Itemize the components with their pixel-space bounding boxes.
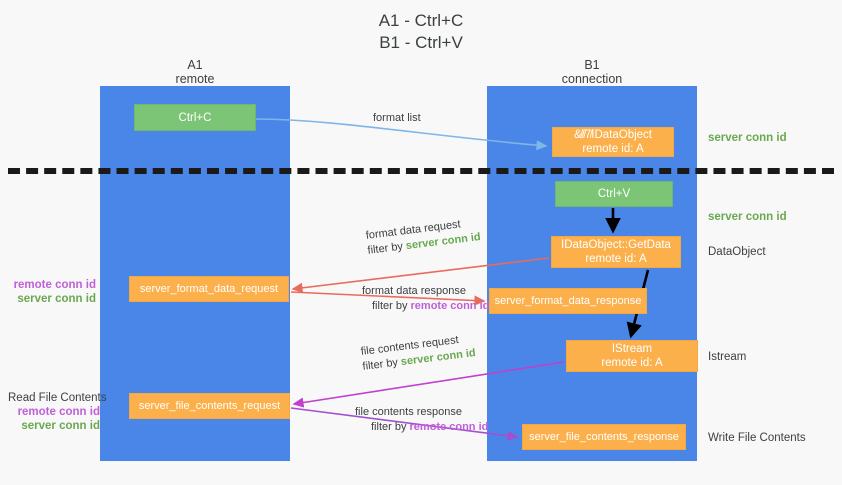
title-line-2: B1 - Ctrl+V xyxy=(379,33,463,52)
box-idataobject-line2: remote id: A xyxy=(582,143,644,155)
label-format-data-response: format data response filter by remote co… xyxy=(362,284,489,314)
annotation-left-conn-ids-top: remote conn id server conn id xyxy=(8,278,96,306)
annotation-server-conn-id-left-2: server conn id xyxy=(21,420,100,432)
box-istream-line2: remote id: A xyxy=(601,357,663,369)
annotation-left-conn-ids-bottom: Read File Contents remote conn id server… xyxy=(8,391,107,433)
column-a1-role: remote xyxy=(175,72,215,86)
annotation-server-conn-id-top: server conn id xyxy=(708,132,787,144)
box-ctrl-c[interactable]: Ctrl+C xyxy=(134,104,256,131)
filter-key-remote-conn-id: remote conn id xyxy=(410,300,490,312)
filter-prefix: filter by xyxy=(372,300,411,312)
annotation-istream: Istream xyxy=(708,351,747,363)
label-file-contents-response: file contents response filter by remote … xyxy=(355,405,488,435)
box-server-file-contents-request-label: server_file_contents_request xyxy=(138,400,281,412)
box-idataobject[interactable]: &̸/̸7̸IDataObject remote id: A xyxy=(552,127,674,157)
column-header-b1: B1 connection xyxy=(487,58,697,86)
box-server-file-contents-response[interactable]: server_file_contents_response xyxy=(522,424,686,450)
annotation-read-file-contents: Read File Contents xyxy=(8,392,107,404)
box-server-file-contents-response-label: server_file_contents_response xyxy=(529,431,679,443)
box-server-format-data-request-label: server_format_data_request xyxy=(139,283,279,295)
box-getdata-line2: remote id: A xyxy=(585,253,647,265)
label-file-contents-request: file contents request filter by server c… xyxy=(360,331,477,375)
box-ctrl-c-label: Ctrl+C xyxy=(178,111,212,124)
box-getdata-line1: IDataObject::GetData xyxy=(561,239,671,251)
box-server-format-data-request[interactable]: server_format_data_request xyxy=(129,276,289,302)
column-a1-name: A1 xyxy=(187,58,203,72)
box-istream[interactable]: IStream remote id: A xyxy=(566,340,698,372)
annotation-remote-conn-id-2: remote conn id xyxy=(17,406,100,418)
box-server-file-contents-request[interactable]: server_file_contents_request xyxy=(129,393,290,419)
box-server-format-data-response-label: server_format_data_response xyxy=(494,295,642,307)
label-format-list: format list xyxy=(373,112,421,124)
filter-prefix: filter by xyxy=(361,356,402,373)
filter-key-remote-conn-id: remote conn id xyxy=(409,421,489,433)
label-format-data-response-filter: filter by remote conn id xyxy=(362,299,489,314)
box-idataobject-line1: &̸/̸7̸IDataObject xyxy=(574,129,652,141)
box-server-format-data-response[interactable]: server_format_data_response xyxy=(489,288,647,314)
annotation-server-conn-id-left-1: server conn id xyxy=(17,293,96,305)
box-ctrl-v-label: Ctrl+V xyxy=(597,188,631,200)
column-header-a1: A1 remote xyxy=(100,58,290,86)
column-b1-role: connection xyxy=(561,72,623,86)
annotation-dataobject: DataObject xyxy=(708,246,766,258)
box-istream-line1: IStream xyxy=(611,343,653,355)
annotation-server-conn-id-second: server conn id xyxy=(708,211,787,223)
dashed-divider xyxy=(8,168,834,174)
title-line-1: A1 - Ctrl+C xyxy=(378,11,464,30)
label-file-contents-response-filter: filter by remote conn id xyxy=(355,420,488,435)
label-format-data-request: format data request filter by server con… xyxy=(365,215,482,259)
page-title: A1 - Ctrl+C B1 - Ctrl+V xyxy=(0,10,842,54)
label-file-contents-response-line1: file contents response xyxy=(355,406,463,418)
filter-prefix: filter by xyxy=(371,421,410,433)
annotation-write-file-contents: Write File Contents xyxy=(708,432,806,444)
column-b1-name: B1 xyxy=(584,58,600,72)
filter-prefix: filter by xyxy=(366,240,407,257)
box-idataobject-getdata[interactable]: IDataObject::GetData remote id: A xyxy=(551,236,681,268)
annotation-remote-conn-id-1: remote conn id xyxy=(13,279,96,291)
box-ctrl-v[interactable]: Ctrl+V xyxy=(555,181,673,207)
label-format-data-response-line1: format data response xyxy=(362,285,466,297)
